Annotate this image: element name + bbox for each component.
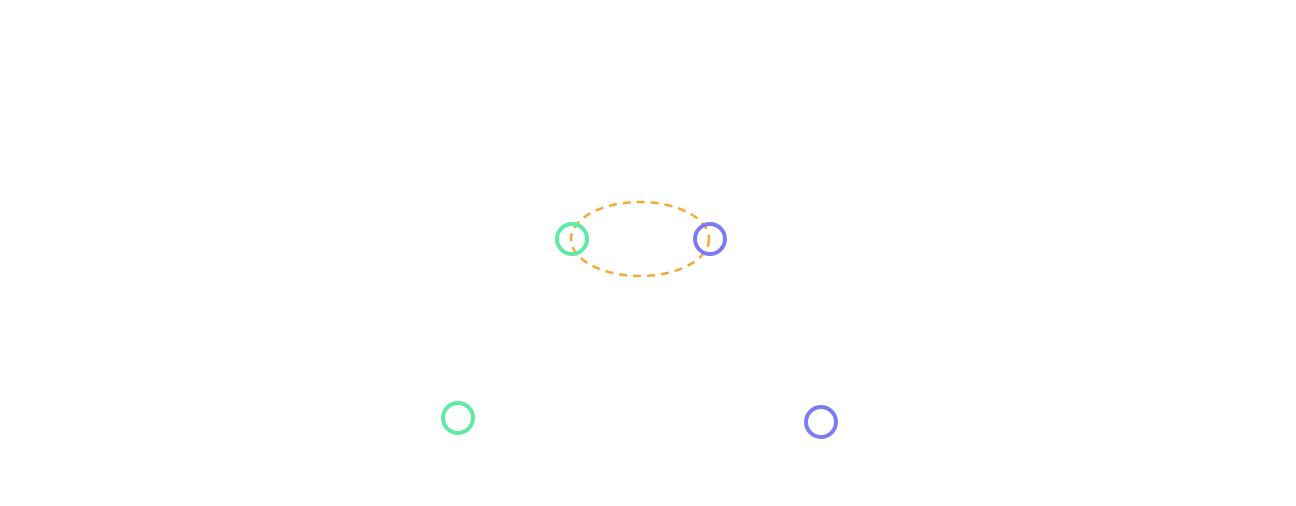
blue-ring-marker-bottom[interactable] [804, 405, 838, 439]
dashed-orange-loop [569, 200, 711, 278]
blue-ring-marker-top[interactable] [693, 222, 727, 256]
green-ring-marker-bottom[interactable] [441, 401, 475, 435]
green-ring-marker-top[interactable] [555, 222, 589, 256]
